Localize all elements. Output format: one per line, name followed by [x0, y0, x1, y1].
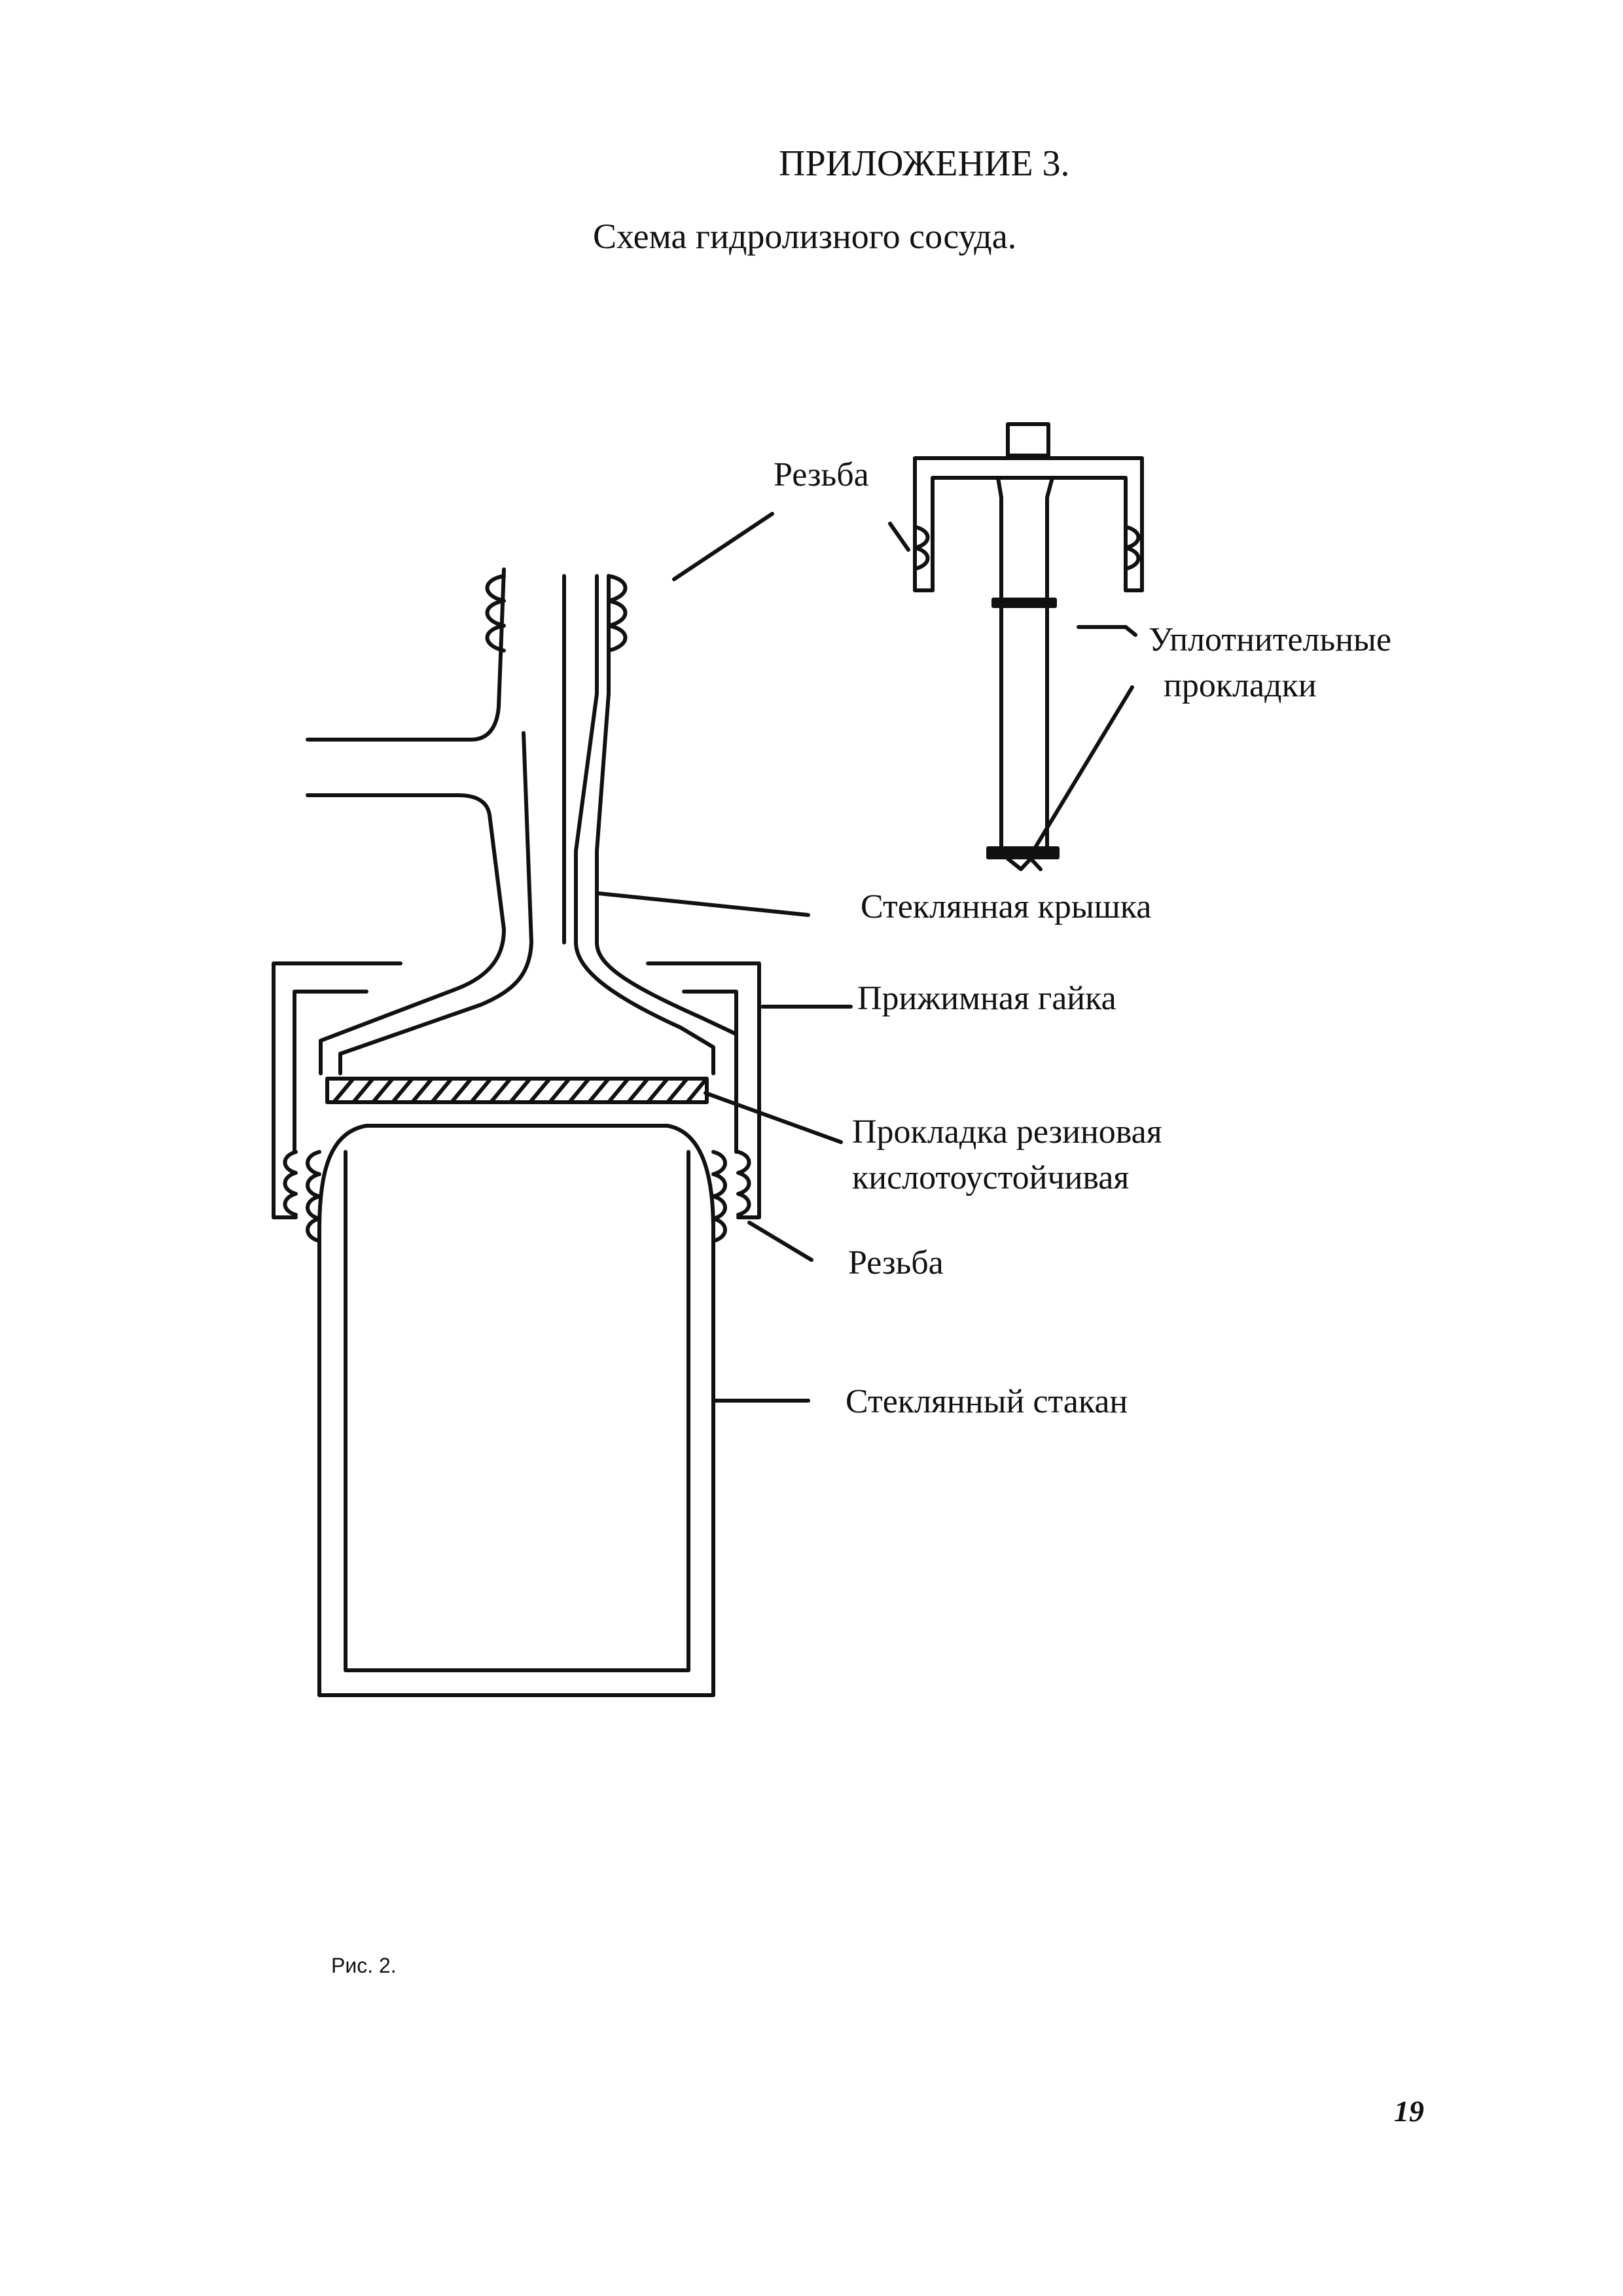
- leader-gasket: [704, 1091, 843, 1144]
- leader-thread-bottom: [747, 1221, 813, 1262]
- stopper-cap-outer: [913, 456, 1144, 592]
- page-number: 19: [1394, 2094, 1424, 2128]
- clamp-nut-outer-right: [646, 961, 761, 1219]
- leader-glass-lid: [597, 891, 810, 917]
- glass-lid-left-inner: [338, 731, 533, 1075]
- leader-seals-b: [1032, 685, 1134, 852]
- label-glass-lid: Стеклянная крышка: [861, 888, 1152, 925]
- stopper-rod: [996, 476, 1054, 853]
- stopper: [913, 422, 1144, 871]
- nut-thread-right: [736, 1150, 751, 1217]
- appendix-title: ПРИЛОЖЕНИЕ 3.: [779, 143, 1070, 184]
- stopper-thread-right: [1124, 525, 1141, 571]
- clamp-nut-inner-left: [293, 990, 368, 1154]
- label-thread-bottom: Резьба: [848, 1244, 944, 1282]
- glass-lid-stem-right: [574, 574, 599, 944]
- seal-ring-bottom: [986, 846, 1060, 859]
- label-clamp-nut: Прижимная гайка: [857, 980, 1116, 1017]
- glass-lid-side-arm-top: [306, 567, 506, 742]
- stopper-thread-left: [913, 525, 930, 571]
- glass-lid-neck-right-outer: [595, 941, 738, 1075]
- glass-lid-neck-right-inner: [574, 941, 715, 1075]
- figure-caption: Рис. 2.: [331, 1954, 397, 1977]
- clamp-nut-inner-right: [682, 990, 738, 1154]
- clamp-nut: [272, 961, 761, 1219]
- glass-cup-rim: [317, 1124, 715, 1232]
- glass-cup-outer: [317, 1229, 715, 1697]
- lid-thread-right: [607, 574, 628, 653]
- label-gasket-line2: кислотоустойчивая: [852, 1159, 1130, 1196]
- leader-thread-top-a: [672, 512, 774, 581]
- leader-thread-top-b: [888, 522, 910, 552]
- stopper-cap-inner: [931, 476, 1128, 592]
- label-gasket-line1: Прокладка резиновая: [852, 1113, 1162, 1151]
- glass-lid-stem-right-2: [595, 574, 611, 944]
- stopper-knob: [1006, 422, 1050, 457]
- nut-thread-left: [283, 1150, 298, 1217]
- leader-lines: [597, 512, 1137, 1403]
- gasket-hatching: [332, 1077, 707, 1104]
- cup-thread-right: [711, 1150, 727, 1243]
- lid-thread-left: [485, 574, 506, 653]
- glass-cup-inner: [344, 1150, 690, 1672]
- diagram-caption: Схема гидролизного сосуда.: [593, 217, 1017, 256]
- label-seals-line1: Уплотнительные: [1149, 621, 1392, 658]
- label-glass-cup: Стеклянный стакан: [846, 1383, 1128, 1420]
- stopper-tip: [1006, 857, 1043, 871]
- leader-seals-a: [1124, 625, 1137, 637]
- glass-cup: [306, 1124, 727, 1697]
- glass-lid-left-outer: [306, 793, 506, 1075]
- gasket-body: [325, 1077, 709, 1104]
- clamp-nut-outer: [272, 961, 402, 1219]
- rubber-gasket: [325, 1077, 709, 1104]
- seal-ring-top: [991, 598, 1057, 608]
- glass-lid: [306, 567, 738, 1075]
- label-thread-top: Резьба: [774, 456, 869, 493]
- cup-thread-left: [306, 1150, 321, 1243]
- label-seals-line2: прокладки: [1164, 667, 1317, 704]
